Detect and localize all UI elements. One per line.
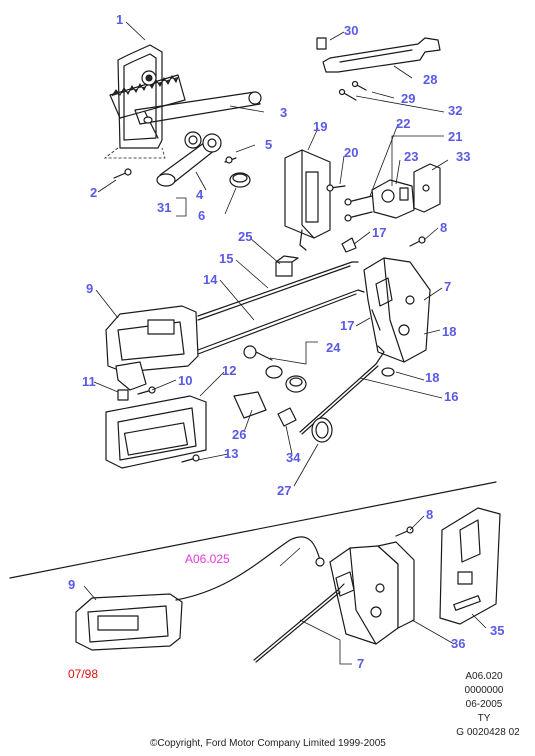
callout-27[interactable]: 27	[277, 483, 292, 498]
meta-line-4: TY	[477, 713, 491, 724]
callout-29[interactable]: 29	[401, 91, 416, 106]
clip-17-part[interactable]	[341, 237, 357, 253]
cover-plate-part[interactable]	[439, 507, 501, 625]
latch-lower-part[interactable]	[329, 541, 415, 645]
screws-part[interactable]	[338, 80, 367, 101]
callout-8-lower[interactable]: 8	[426, 507, 434, 522]
callout-20[interactable]: 20	[344, 145, 359, 160]
callout-7-top[interactable]: 7	[444, 279, 452, 294]
callout-17-top[interactable]: 17	[372, 225, 387, 240]
callout-7-lower[interactable]: 7	[357, 656, 365, 671]
callout-22[interactable]: 22	[396, 116, 411, 131]
callout-5[interactable]: 5	[265, 137, 273, 152]
meta-line-5: G 0020428 02	[456, 727, 520, 738]
callout-12[interactable]: 12	[222, 363, 237, 378]
cable-part[interactable]	[175, 536, 325, 601]
callout-10[interactable]: 10	[178, 373, 193, 388]
callout-14[interactable]: 14	[203, 272, 218, 287]
grommet-27-part[interactable]	[311, 417, 333, 443]
clip-18-part[interactable]	[381, 367, 395, 377]
leader-lines	[83, 21, 487, 665]
callout-19[interactable]: 19	[313, 119, 328, 134]
callout-35[interactable]: 35	[490, 623, 505, 638]
bracket-part[interactable]	[316, 37, 441, 73]
meta-line-2: 0000000	[464, 685, 504, 696]
callout-3[interactable]: 3	[280, 105, 288, 120]
callout-34[interactable]: 34	[286, 450, 301, 465]
callout-21[interactable]: 21	[448, 129, 463, 144]
callout-6[interactable]: 6	[198, 208, 206, 223]
screws-22-part[interactable]	[344, 195, 373, 222]
callout-11[interactable]: 11	[82, 374, 96, 389]
callout-30[interactable]: 30	[344, 23, 359, 38]
rod-16-part[interactable]	[299, 345, 385, 435]
reference-link-a06025[interactable]: A06.025	[185, 552, 230, 566]
outer-handle-part[interactable]	[284, 149, 331, 251]
copyright-notice: ©Copyright, Ford Motor Company Limited 1…	[150, 738, 386, 749]
callout-31[interactable]: 31	[157, 200, 172, 215]
handle-bezel-part[interactable]	[105, 395, 207, 469]
callout-28[interactable]: 28	[423, 72, 438, 87]
callout-13[interactable]: 13	[224, 446, 239, 461]
latch-part[interactable]	[363, 257, 431, 363]
callout-23[interactable]: 23	[404, 149, 419, 164]
screw-20-part[interactable]	[326, 184, 346, 192]
callout-32[interactable]: 32	[448, 103, 463, 118]
callout-4[interactable]: 4	[196, 187, 204, 202]
callout-25[interactable]: 25	[238, 229, 253, 244]
callout-16[interactable]: 16	[444, 389, 459, 404]
lever-26-part[interactable]	[233, 391, 267, 419]
window-regulator-part[interactable]	[103, 44, 262, 159]
section-divider	[9, 481, 497, 579]
rod-lower-part[interactable]	[253, 583, 345, 663]
screw-part[interactable]	[113, 168, 132, 179]
callout-9-top[interactable]: 9	[86, 281, 94, 296]
callout-1[interactable]: 1	[116, 12, 124, 27]
winder-handle-part[interactable]	[156, 133, 251, 188]
meta-line-1: A06.020	[465, 671, 503, 682]
callout-26[interactable]: 26	[232, 427, 247, 442]
clip-25-part[interactable]	[275, 255, 299, 277]
callout-36[interactable]: 36	[451, 636, 466, 651]
screw-13-part[interactable]	[181, 454, 200, 463]
callout-33[interactable]: 33	[456, 149, 471, 164]
inner-handle-part[interactable]	[105, 305, 199, 391]
effectivity-date: 07/98	[68, 667, 99, 681]
screw-8-part[interactable]	[409, 236, 426, 247]
callout-15[interactable]: 15	[219, 251, 234, 266]
callout-18-lower[interactable]: 18	[425, 370, 440, 385]
clip-11-part[interactable]	[117, 389, 129, 401]
callout-8-top[interactable]: 8	[440, 220, 448, 235]
callout-24[interactable]: 24	[326, 340, 341, 355]
lock-plate-part[interactable]	[413, 163, 441, 213]
callout-9-lower[interactable]: 9	[68, 577, 76, 592]
meta-line-3: 06-2005	[465, 699, 503, 710]
inner-handle-lower-part[interactable]	[75, 593, 183, 651]
lock-button-part[interactable]	[243, 345, 307, 393]
callout-2[interactable]: 2	[90, 185, 98, 200]
lock-housing-part[interactable]	[371, 179, 415, 219]
rods-part[interactable]	[197, 261, 365, 355]
callout-17-mid[interactable]: 17	[340, 318, 355, 333]
screw-8-lower-part[interactable]	[395, 526, 414, 537]
screw-10-part[interactable]	[137, 386, 156, 395]
clip-34-part[interactable]	[277, 407, 297, 427]
callout-18-right[interactable]: 18	[442, 324, 457, 339]
